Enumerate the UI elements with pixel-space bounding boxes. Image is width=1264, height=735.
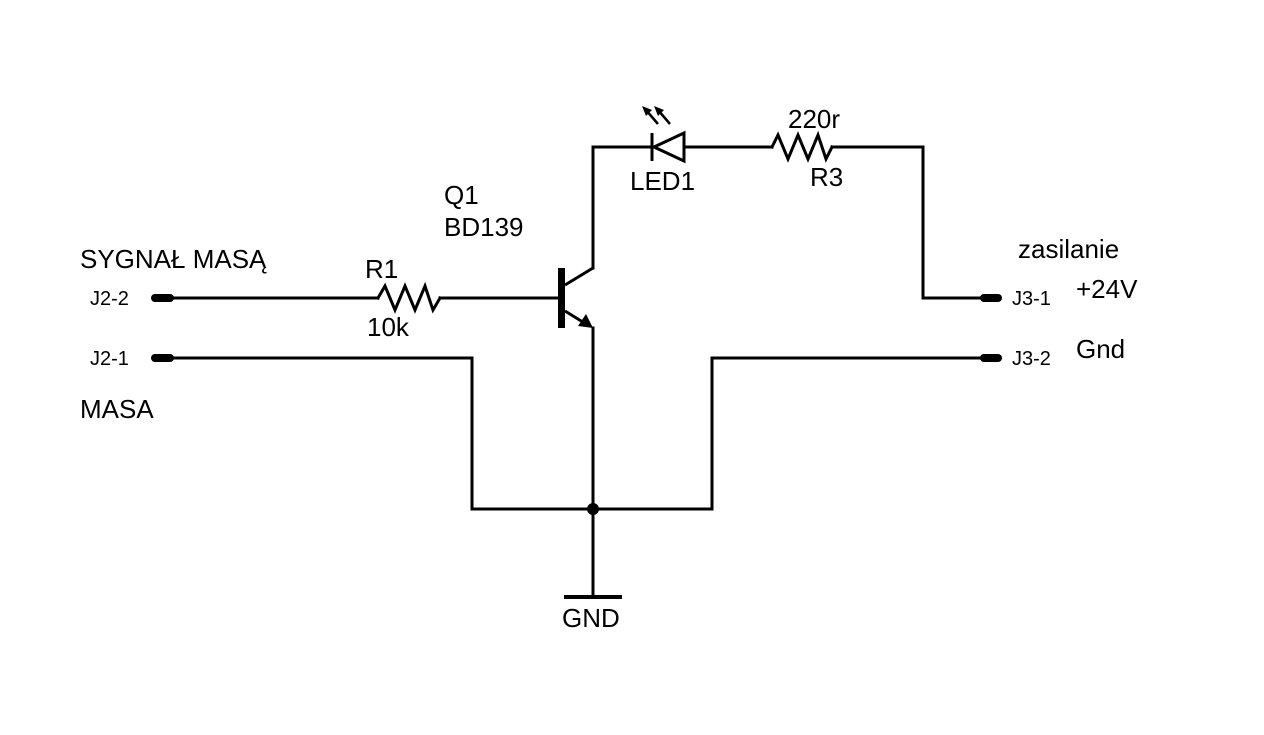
- wire-collector-to-led: [591, 145, 652, 270]
- resistor-r1: [375, 281, 443, 314]
- r1-ref: R1: [365, 254, 398, 284]
- wire-ground-to-j3-2: [591, 356, 992, 511]
- junction-dot: [587, 503, 599, 515]
- wire-j2-1-to-ground: [166, 356, 595, 511]
- r1-value: 10k: [367, 312, 410, 342]
- q1-ref: Q1: [444, 180, 479, 210]
- wires: [166, 145, 992, 598]
- led-led1: [642, 106, 686, 164]
- resistor-r3: [769, 130, 835, 163]
- connector-label-j3-2: J3-2: [1012, 348, 1051, 370]
- connector-label-j2-1: J2-1: [90, 348, 129, 370]
- connector-label-j2-2: J2-2: [90, 288, 129, 310]
- net-label-masa: MASA: [80, 394, 154, 424]
- net-label-plus24v: +24V: [1076, 274, 1138, 304]
- wire-r3-to-j3-1: [830, 145, 992, 300]
- ground-label: GND: [562, 603, 620, 633]
- net-label-sygnal-masa: SYGNAŁ MASĄ: [80, 244, 267, 274]
- net-label-zasilanie: zasilanie: [1018, 234, 1119, 264]
- net-label-gnd-right: Gnd: [1076, 334, 1125, 364]
- r3-ref: R3: [810, 162, 843, 192]
- led1-ref: LED1: [630, 166, 695, 196]
- transistor-q1: [558, 266, 594, 328]
- light-arrows-icon: [642, 106, 671, 125]
- r3-value: 220r: [788, 104, 840, 134]
- connector-label-j3-1: J3-1: [1012, 288, 1051, 310]
- q1-value: BD139: [444, 212, 524, 242]
